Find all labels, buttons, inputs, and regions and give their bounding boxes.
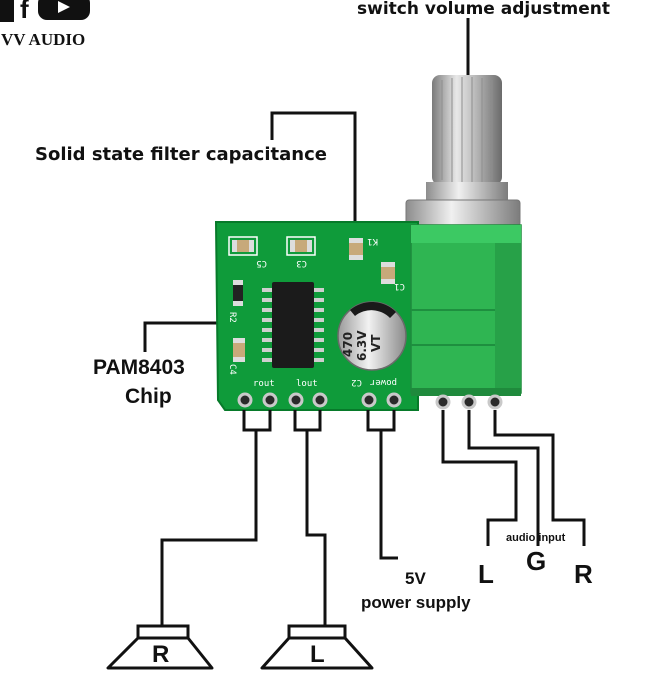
- silk-c5: C5: [256, 258, 267, 268]
- brand-name: VV AUDIO: [1, 30, 85, 49]
- switch-volume-label: switch volume adjustment: [357, 0, 610, 19]
- potentiometer-shaft: [405, 75, 521, 227]
- smd-capacitor-c4: [233, 338, 245, 362]
- cap-text-470: 470: [341, 332, 355, 357]
- pcb-board: C5 C3 K1 C1 R2 C4 rout lout C2 power: [214, 221, 419, 411]
- input-label-g: G: [526, 546, 546, 576]
- logo-fragment: f: [20, 0, 29, 24]
- chip-label-line1: PAM8403: [93, 356, 185, 379]
- silk-c3: C3: [296, 258, 307, 268]
- power-volts-label: 5V: [405, 569, 426, 588]
- smd-capacitor-c3: [286, 236, 316, 256]
- electrolytic-capacitor: 470 6.3V VT: [337, 301, 407, 371]
- input-label-l: L: [478, 559, 494, 589]
- speaker-right-label: R: [152, 641, 169, 668]
- silk-c4: C4: [227, 364, 237, 375]
- filter-cap-leader: [270, 111, 357, 310]
- speaker-right-icon: R: [106, 624, 214, 670]
- power-supply-label: power supply: [361, 593, 471, 612]
- cap-text-vt: VT: [369, 334, 383, 352]
- silk-c2: C2: [351, 377, 362, 387]
- cap-text-volt: 6.3V: [355, 330, 369, 361]
- input-label-r: R: [574, 559, 593, 589]
- wiring: [160, 410, 586, 628]
- silk-power: power: [369, 377, 397, 387]
- silk-rout: rout: [253, 379, 275, 389]
- solder-pads: [237, 392, 402, 408]
- smd-resistor-r2: [233, 280, 243, 306]
- brand-logo: f VV AUDIO: [0, 0, 90, 49]
- silk-lout: lout: [296, 379, 318, 389]
- silk-k1: K1: [367, 236, 378, 246]
- smd-capacitor-k1: [349, 238, 363, 260]
- potentiometer-body: [410, 224, 522, 410]
- silk-c1: C1: [394, 281, 405, 291]
- speaker-left-label: L: [310, 641, 325, 668]
- chip-label-line2: Chip: [125, 385, 172, 408]
- smd-capacitor-c5: [228, 236, 258, 256]
- speaker-left-icon: L: [260, 624, 374, 670]
- smd-capacitor-c1: [381, 262, 395, 284]
- silk-r2: R2: [227, 312, 237, 323]
- pam8403-chip: [262, 282, 324, 368]
- audio-input-label: audio input: [506, 532, 566, 544]
- filter-cap-label: Solid state filter capacitance: [35, 144, 327, 165]
